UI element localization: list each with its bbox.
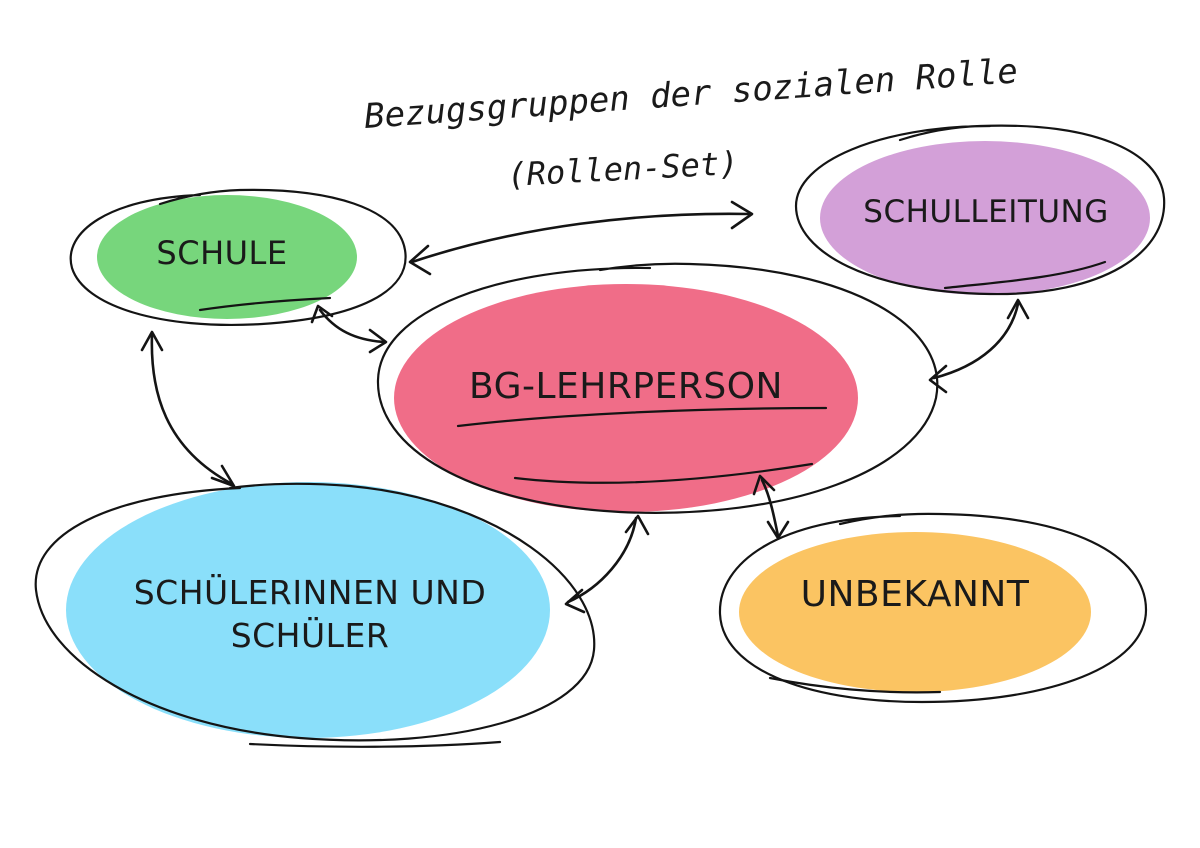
- unbekannt-fill: [739, 532, 1091, 692]
- arrowhead-schule-top: [408, 244, 432, 276]
- arrowhead-schulleitung-1: [1006, 298, 1030, 320]
- arrowhead-lehrperson-unbekannt-1: [752, 474, 776, 496]
- schueler-underline: [248, 740, 502, 748]
- arrowhead-unbekannt-top: [766, 520, 790, 540]
- schueler-fill: [66, 482, 550, 738]
- arrowhead-schueler-right: [564, 588, 586, 614]
- schueler-label-line2: SCHÜLER: [231, 615, 390, 655]
- node-schulleitung: SCHULLEITUNG: [794, 124, 1166, 296]
- schule-underline: [198, 296, 332, 312]
- schulleitung-outline: [794, 124, 1166, 296]
- arrowhead-schueler-top: [210, 464, 236, 488]
- unbekannt-label: UNBEKANNT: [801, 574, 1030, 615]
- schule-outline: [69, 188, 407, 326]
- connections: [140, 200, 1030, 614]
- arrow-lehrperson-schueler: [566, 516, 638, 604]
- arrowhead-schule-lehrperson-1: [310, 304, 334, 324]
- arrowhead-schule-bottom: [140, 330, 164, 352]
- schule-label: SCHULE: [156, 234, 287, 272]
- schueler-label-line1: SCHÜLERINNEN UND: [134, 572, 487, 612]
- lehrperson-underline-1: [456, 406, 828, 428]
- lehrperson-label: BG-LEHRPERSON: [469, 366, 783, 407]
- unbekannt-outline: [718, 512, 1148, 704]
- schulleitung-label: SCHULLEITUNG: [863, 194, 1108, 230]
- schulleitung-fill: [820, 141, 1150, 295]
- schueler-outline: [34, 482, 596, 742]
- lehrperson-outline: [376, 262, 939, 514]
- arrowhead-schule-lehrperson-2: [368, 328, 388, 354]
- schule-fill: [97, 195, 357, 319]
- node-unbekannt: UNBEKANNT: [718, 512, 1148, 704]
- arrow-schule-schulleitung: [410, 212, 752, 264]
- node-lehrperson: BG-LEHRPERSON: [376, 262, 939, 514]
- lehrperson-fill: [394, 284, 858, 512]
- schulleitung-underline: [943, 260, 1107, 290]
- unbekannt-underline: [768, 676, 942, 694]
- arrowhead-schulleitung: [730, 200, 754, 230]
- node-schueler: SCHÜLERINNEN UND SCHÜLER: [34, 482, 596, 748]
- arrow-schule-schueler: [150, 332, 234, 486]
- arrowhead-lehrperson-bottom: [624, 514, 650, 536]
- diagram-title-line1: Bezugsgruppen der sozialen Rolle: [363, 51, 1019, 137]
- arrow-lehrperson-unbekannt: [760, 478, 780, 538]
- arrow-schule-lehrperson: [318, 308, 386, 344]
- node-schule: SCHULE: [69, 188, 407, 326]
- diagram-title-line2: (Rollen-Set): [506, 144, 739, 194]
- lehrperson-underline-2: [513, 462, 814, 484]
- arrow-schulleitung-lehrperson: [932, 302, 1020, 380]
- arrowhead-lehrperson-right: [928, 364, 948, 394]
